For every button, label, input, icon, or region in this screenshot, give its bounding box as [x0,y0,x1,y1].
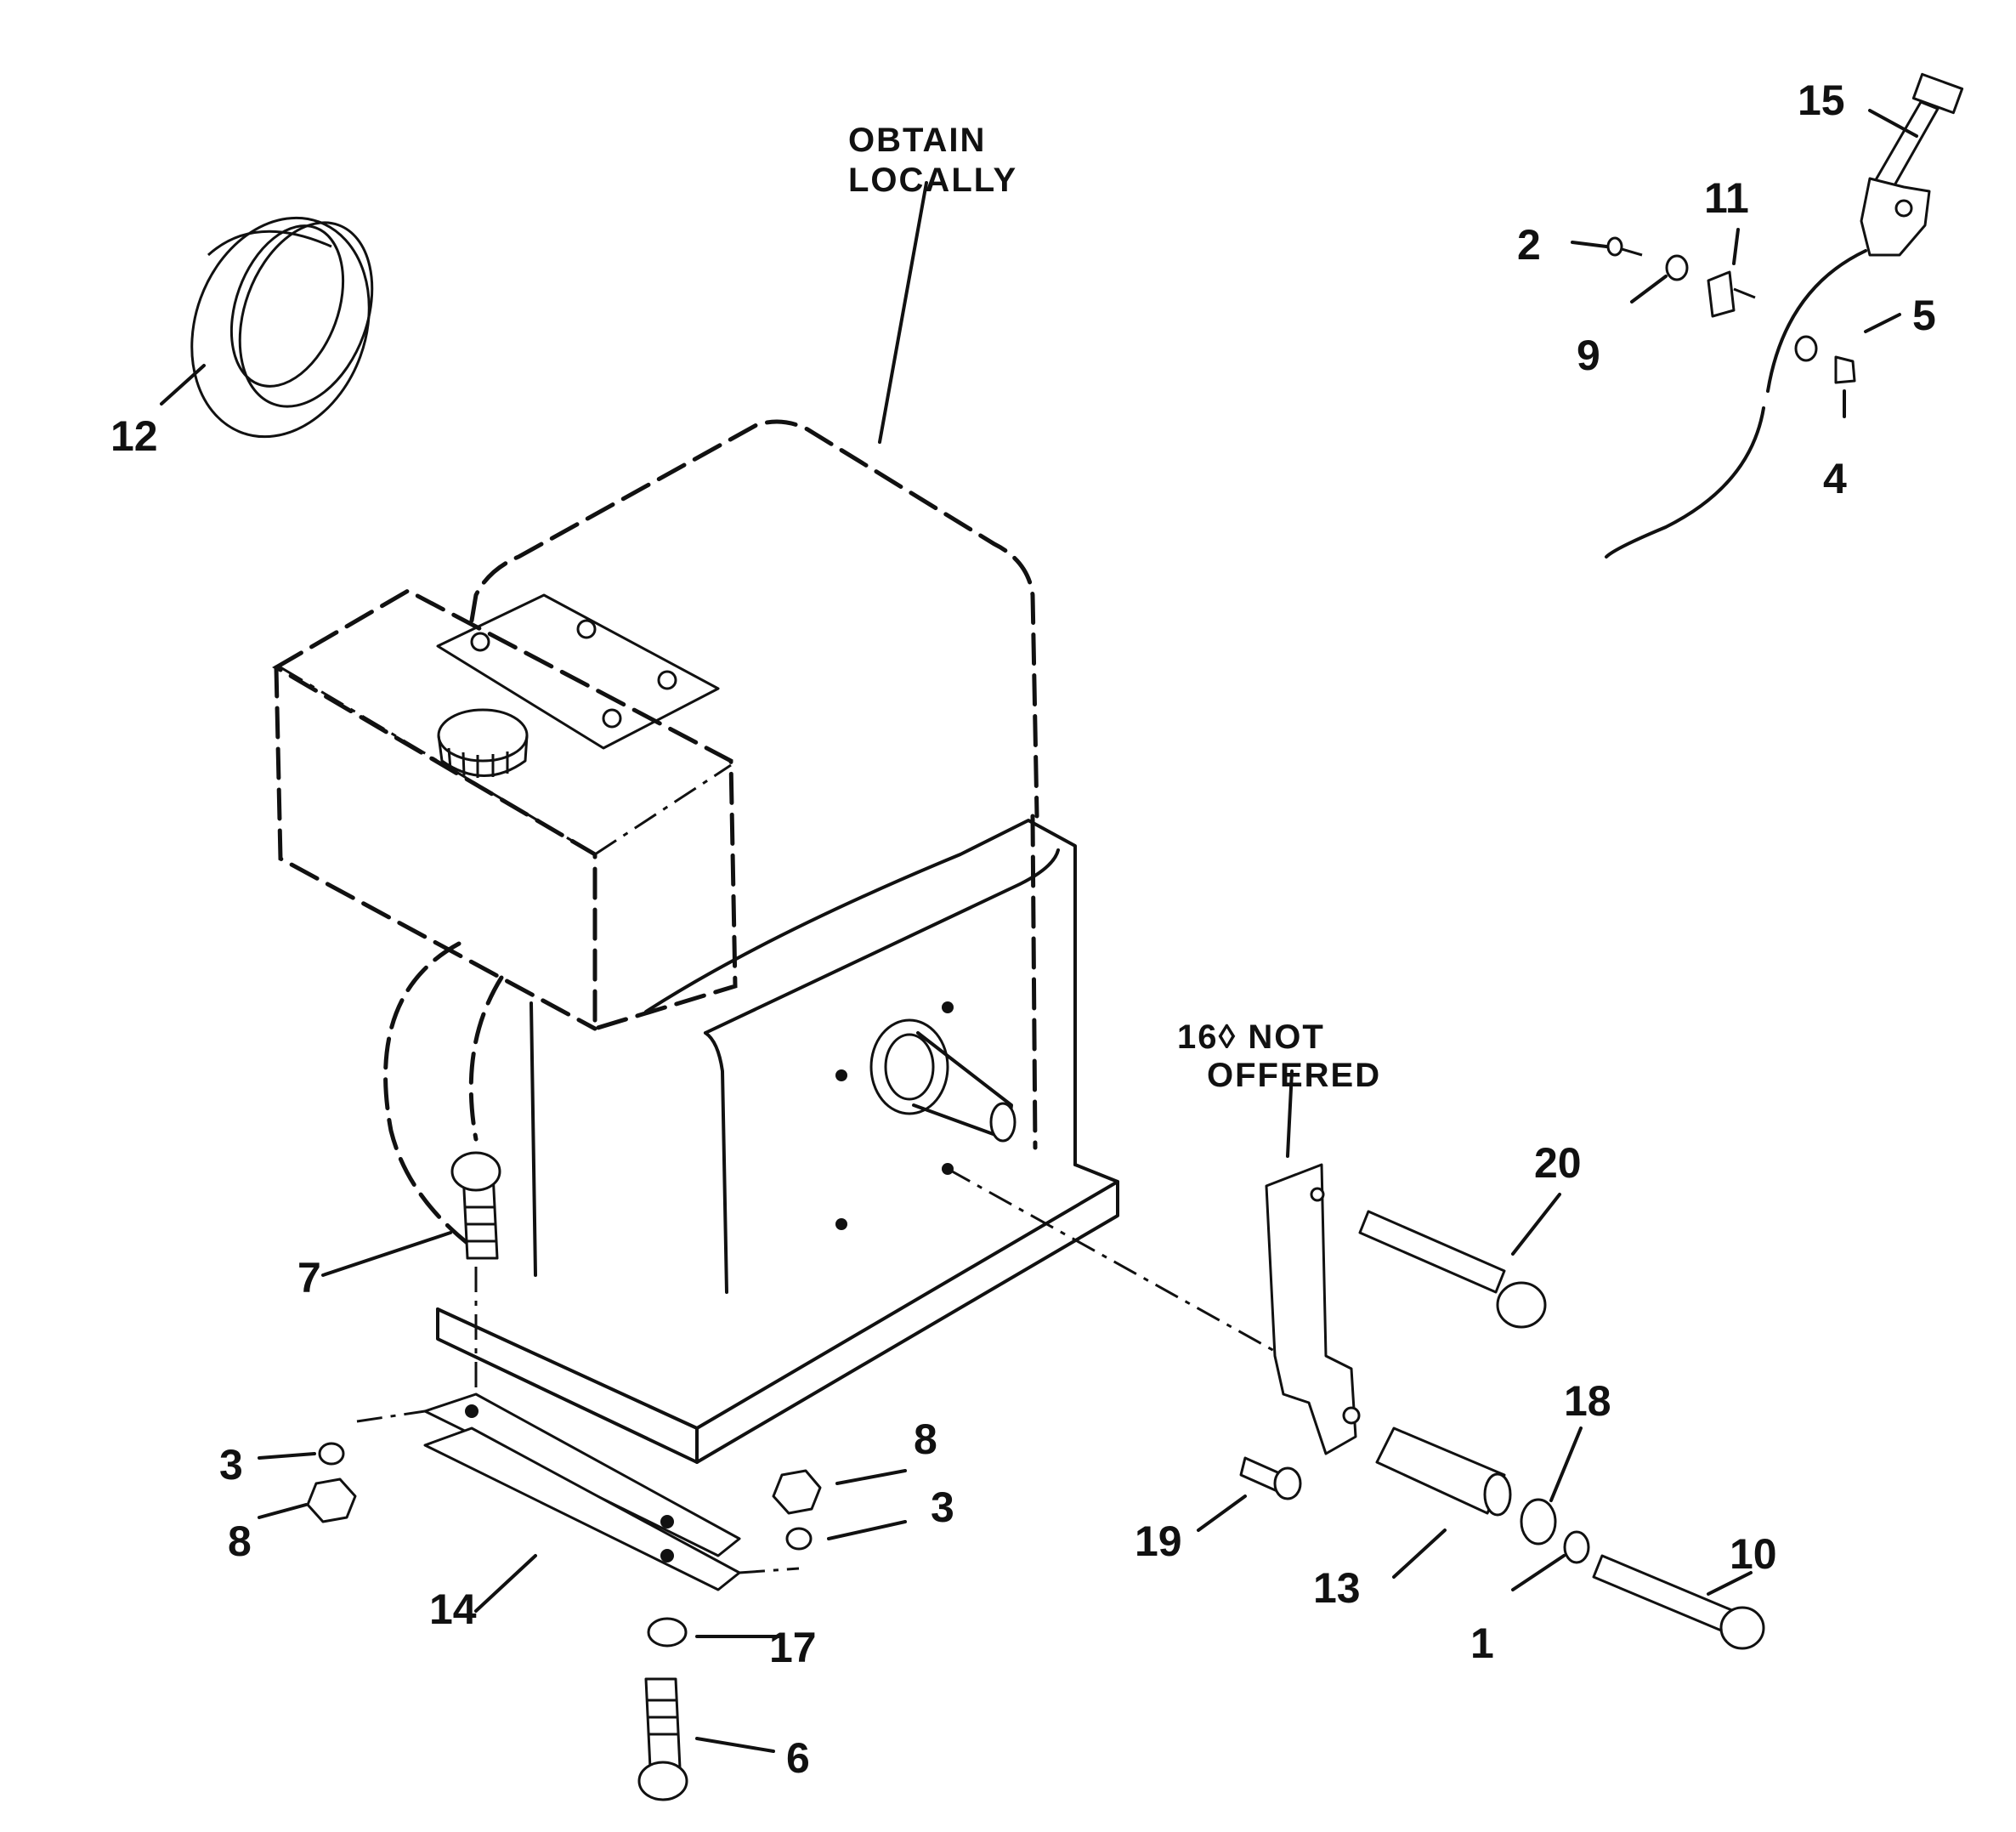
callout-8-left: 8 [228,1517,252,1565]
note-obtain-line2: LOCALLY [848,162,1017,199]
callout-3-right: 3 [931,1483,954,1531]
callout-17: 17 [769,1624,817,1671]
callout-7: 7 [297,1254,321,1302]
callout-10: 10 [1730,1530,1777,1578]
callout-3-left: 3 [219,1441,243,1489]
callout-2: 2 [1517,221,1541,269]
throttle-assembly [1605,72,1964,559]
note-not-offered-line2: OFFERED [1207,1057,1381,1094]
mount-hardware [306,1151,822,1801]
callout-11: 11 [1704,174,1749,222]
note-labels: OBTAIN LOCALLY 16◊ NOT OFFERED [848,122,1381,1094]
callout-15: 15 [1798,77,1845,124]
callout-18: 18 [1564,1377,1611,1425]
callout-19: 19 [1135,1517,1182,1565]
callout-8-right: 8 [914,1415,937,1463]
callout-9: 9 [1577,332,1600,379]
note-not-offered-line1: 16◊ NOT [1177,1018,1325,1056]
callout-20: 20 [1534,1139,1582,1187]
callout-1: 1 [1470,1619,1494,1667]
callout-4: 4 [1823,455,1847,502]
engine-outline [272,419,1284,1464]
part-12-ring [190,216,374,439]
callout-6: 6 [786,1734,810,1782]
bracket-assembly [1239,1163,1765,1650]
callout-5: 5 [1912,292,1936,339]
callout-14: 14 [429,1585,477,1633]
callout-numbers: 12 15 11 2 9 5 4 7 20 18 10 1 13 19 3 8 … [110,77,1936,1782]
callout-13: 13 [1313,1564,1361,1612]
leader-lines [160,109,1918,1753]
callout-12: 12 [110,412,158,460]
note-obtain-line1: OBTAIN [848,122,986,159]
